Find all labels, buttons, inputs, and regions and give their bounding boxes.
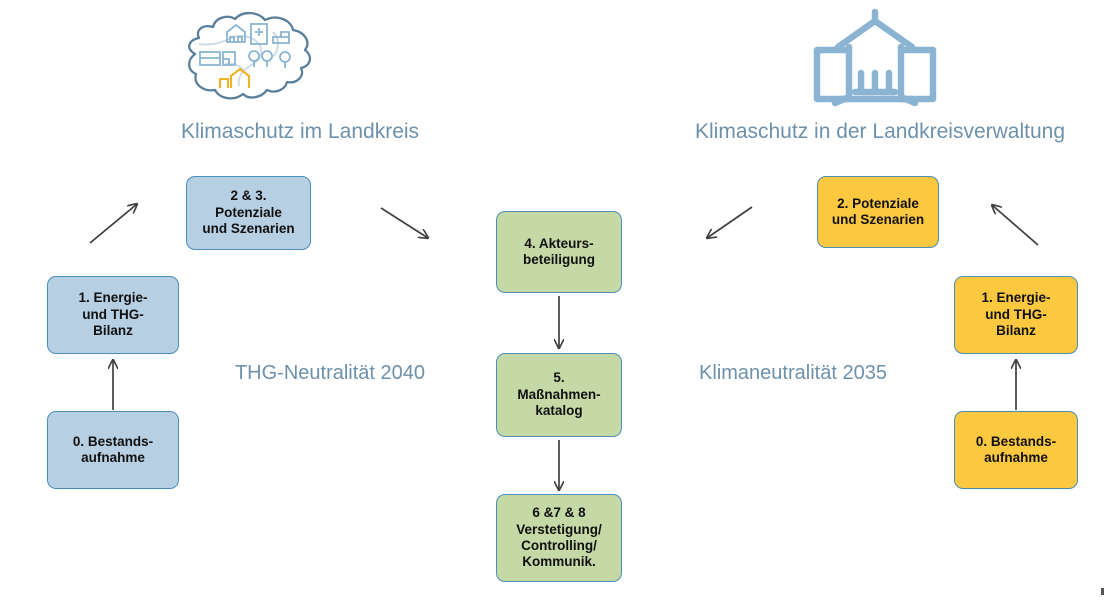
arrow-l2-to-center (380, 207, 428, 238)
arrow-r1-to-r2 (992, 205, 1039, 246)
right-branch-title: Klimaschutz in der Landkreisverwaltung (694, 120, 1065, 143)
process-box-center-6-7-8-verstetigung-controlling-kommunikation[interactable]: 6 &7 & 8 Verstetigung/ Controlling/ Komm… (496, 494, 622, 582)
corner-mark (1101, 588, 1104, 595)
process-box-center-5-massnahmenkatalog[interactable]: 5. Maßnahmen- katalog (496, 353, 622, 437)
arrow-center-to-r2 (707, 206, 753, 238)
process-box-right-0-bestandsaufnahme[interactable]: 0. Bestands- aufnahme (954, 411, 1078, 489)
town-hall-icon (805, 4, 945, 112)
arrow-l1-to-l2 (89, 204, 137, 244)
right-branch-goal-label: Klimaneutralität 2035 (699, 362, 887, 384)
landkreis-map-icon (165, 2, 325, 112)
left-branch-title: Klimaschutz im Landkreis (180, 120, 420, 143)
process-box-center-4-akteursbeteiligung[interactable]: 4. Akteurs- beteiligung (496, 211, 622, 293)
process-box-left-2-3-potenziale-szenarien[interactable]: 2 & 3. Potenziale und Szenarien (186, 176, 311, 250)
process-box-right-2-potenziale-szenarien[interactable]: 2. Potenziale und Szenarien (817, 176, 939, 248)
process-box-left-1-energie-thg-bilanz[interactable]: 1. Energie- und THG- Bilanz (47, 276, 179, 354)
process-box-right-1-energie-thg-bilanz[interactable]: 1. Energie- und THG- Bilanz (954, 276, 1078, 354)
process-box-left-0-bestandsaufnahme[interactable]: 0. Bestands- aufnahme (47, 411, 179, 489)
left-branch-goal-label: THG-Neutralität 2040 (234, 362, 426, 384)
